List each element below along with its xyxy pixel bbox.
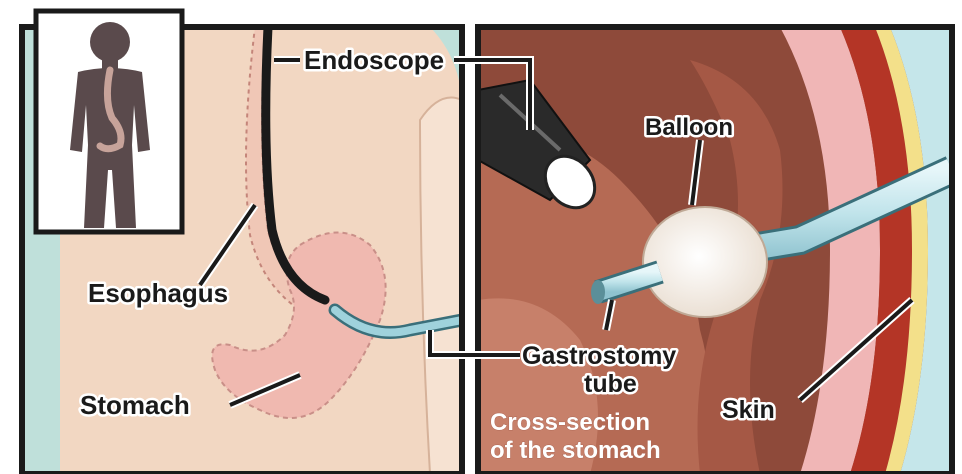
label-cross-section-line2: of the stomach [490, 437, 661, 464]
label-cross-section-line1: Cross-section [490, 409, 650, 436]
label-stomach: Stomach [80, 390, 190, 420]
tube-opening [591, 280, 605, 304]
arm [420, 98, 462, 474]
label-esophagus: Esophagus [88, 278, 228, 308]
child-inset [36, 11, 182, 232]
balloon [643, 207, 767, 317]
right-panel [478, 27, 952, 474]
label-gastrostomy-line1: Gastrostomy [522, 342, 676, 370]
label-balloon: Balloon [645, 114, 733, 141]
label-skin: Skin [722, 396, 775, 424]
label-gastrostomy-line2: tube [584, 370, 637, 398]
label-endoscope: Endoscope [304, 45, 444, 75]
